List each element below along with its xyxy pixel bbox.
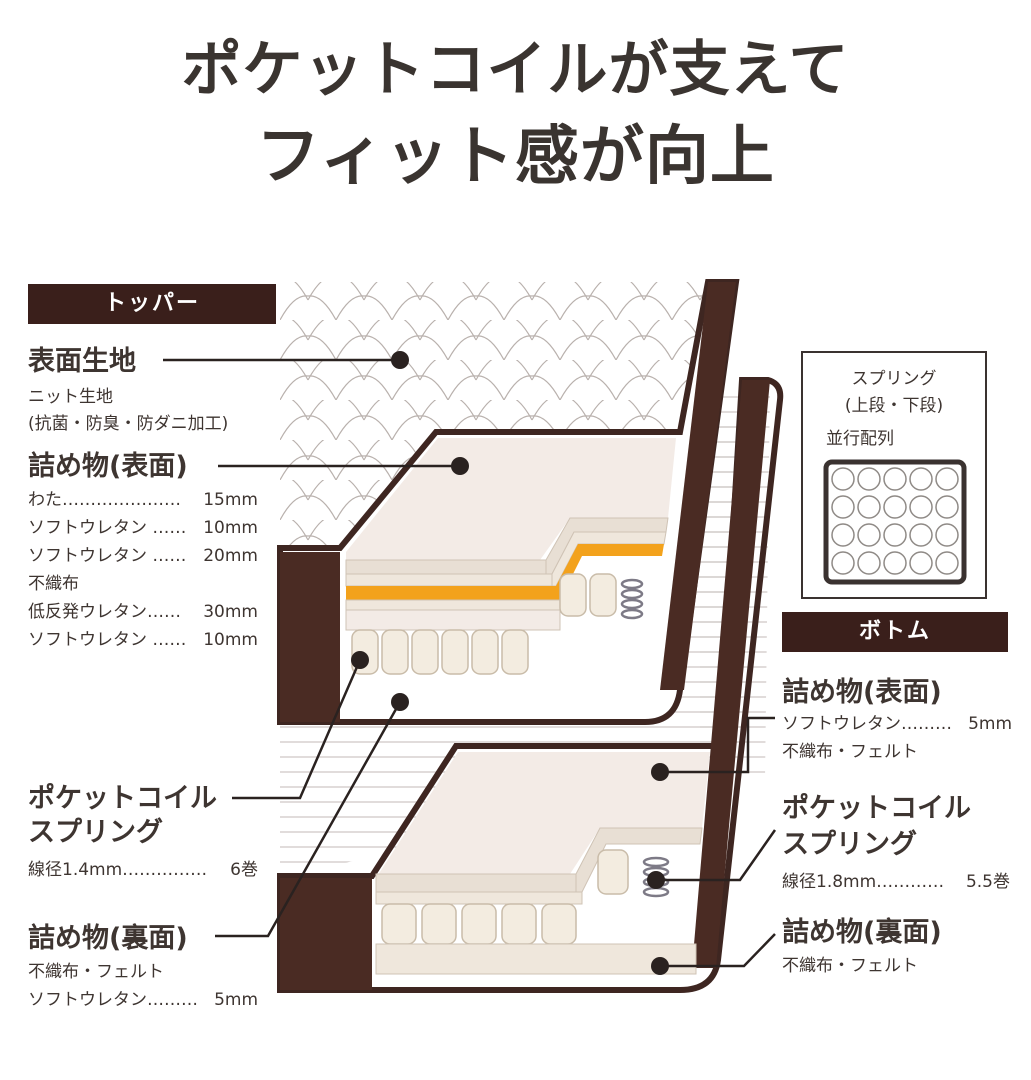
spring-grid-circle: [857, 467, 881, 491]
spec-row: 不織布・フェルト: [28, 962, 164, 982]
topper-filling-top-heading: 詰め物(表面): [28, 451, 188, 482]
spring-grid-circle: [883, 467, 907, 491]
spring-grid-circles: [831, 467, 959, 575]
spec-row: ソフトウレタン ……20mm: [28, 546, 258, 566]
spring-grid-circle: [935, 523, 959, 547]
spring-grid-circle: [909, 495, 933, 519]
bottom-tag: ボトム: [782, 612, 1008, 652]
spring-grid-circle: [857, 495, 881, 519]
spring-grid-circle: [883, 523, 907, 547]
bottom-layers: [375, 827, 703, 905]
spring-grid-frame: [823, 459, 967, 585]
inset-line3: 並行配列: [826, 429, 894, 449]
spring-grid-circle: [857, 551, 881, 575]
spring-grid-circle: [909, 467, 933, 491]
spring-grid-circle: [831, 467, 855, 491]
inset-line1: スプリング: [851, 369, 937, 389]
spring-grid-circle: [909, 551, 933, 575]
topper-tag: トッパー: [28, 284, 276, 324]
spring-grid-circle: [935, 495, 959, 519]
topper-filling-back-list: 不織布・フェルト ソフトウレタン………5mm: [28, 958, 258, 1014]
spring-grid-circle: [935, 467, 959, 491]
bottom-filling-back-list: 不織布・フェルト: [782, 952, 1010, 980]
bottom-filling-top-list: ソフトウレタン………5mm 不織布・フェルト: [782, 710, 1012, 766]
topper-top-surface: [346, 438, 676, 560]
page-title-line2: フィット感が向上: [256, 120, 775, 194]
leader-dots: [351, 351, 669, 975]
spec-row: ソフトウレタン………5mm: [28, 990, 258, 1010]
topper-coil-spec: 線径1.4mm……………6巻: [28, 860, 258, 880]
spring-grid-circle: [883, 495, 907, 519]
topper-layers: [345, 517, 669, 631]
topper-filling-back-heading: 詰め物(裏面): [28, 923, 188, 954]
topper-surface-line1: ニット生地: [28, 387, 113, 407]
spec-row: ソフトウレタン ……10mm: [28, 518, 258, 538]
spec-row: ソフトウレタン………5mm: [782, 714, 1012, 734]
bottom-coil-spec: 線径1.8mm…………5.5巻: [782, 872, 1010, 892]
topper-coils: [351, 573, 617, 675]
bottom-coil-heading-line1: ポケットコイル: [782, 793, 971, 824]
bottom-base-layer: [375, 943, 697, 975]
topper-coil-heading-line1: ポケットコイル: [28, 783, 217, 814]
topper-edge-block: [280, 552, 340, 722]
spring-grid-circle: [831, 523, 855, 547]
topper-spring-icon: [620, 578, 644, 620]
topper-surface-heading: 表面生地: [28, 346, 136, 377]
spec-row: 不織布・フェルト: [782, 956, 918, 976]
spring-grid-circle: [909, 523, 933, 547]
spring-grid-circle: [831, 551, 855, 575]
bottom-filling-top-heading: 詰め物(表面): [782, 677, 942, 708]
page-title-line1: ポケットコイルが支えて: [181, 35, 850, 105]
inset-line2: (上段・下段): [844, 396, 944, 416]
topper-surface-line2: (抗菌・防臭・防ダニ加工): [28, 414, 229, 434]
leader-lines: [163, 358, 777, 968]
spec-row: 不織布: [28, 574, 79, 594]
spec-row: わた…………………15mm: [28, 490, 258, 510]
bottom-top-surface: [376, 752, 710, 878]
spec-row: ソフトウレタン ……10mm: [28, 630, 258, 650]
spec-row: 不織布・フェルト: [782, 742, 918, 762]
bottom-spine: [692, 380, 770, 968]
spec-row: 低反発ウレタン……30mm: [28, 602, 258, 622]
topper-filling-top-list: わた…………………15mm ソフトウレタン ……10mm ソフトウレタン ……2…: [28, 486, 258, 654]
spring-grid-circle: [857, 523, 881, 547]
topper-coil-heading-line2: スプリング: [28, 817, 163, 848]
spring-grid-circle: [831, 495, 855, 519]
bottom-coil-heading-line2: スプリング: [782, 829, 917, 860]
bottom-filling-back-heading: 詰め物(裏面): [782, 917, 942, 948]
spring-grid-circle: [935, 551, 959, 575]
spring-grid-circle: [883, 551, 907, 575]
bottom-edge-block: [280, 878, 372, 990]
topper-spine: [660, 282, 736, 690]
